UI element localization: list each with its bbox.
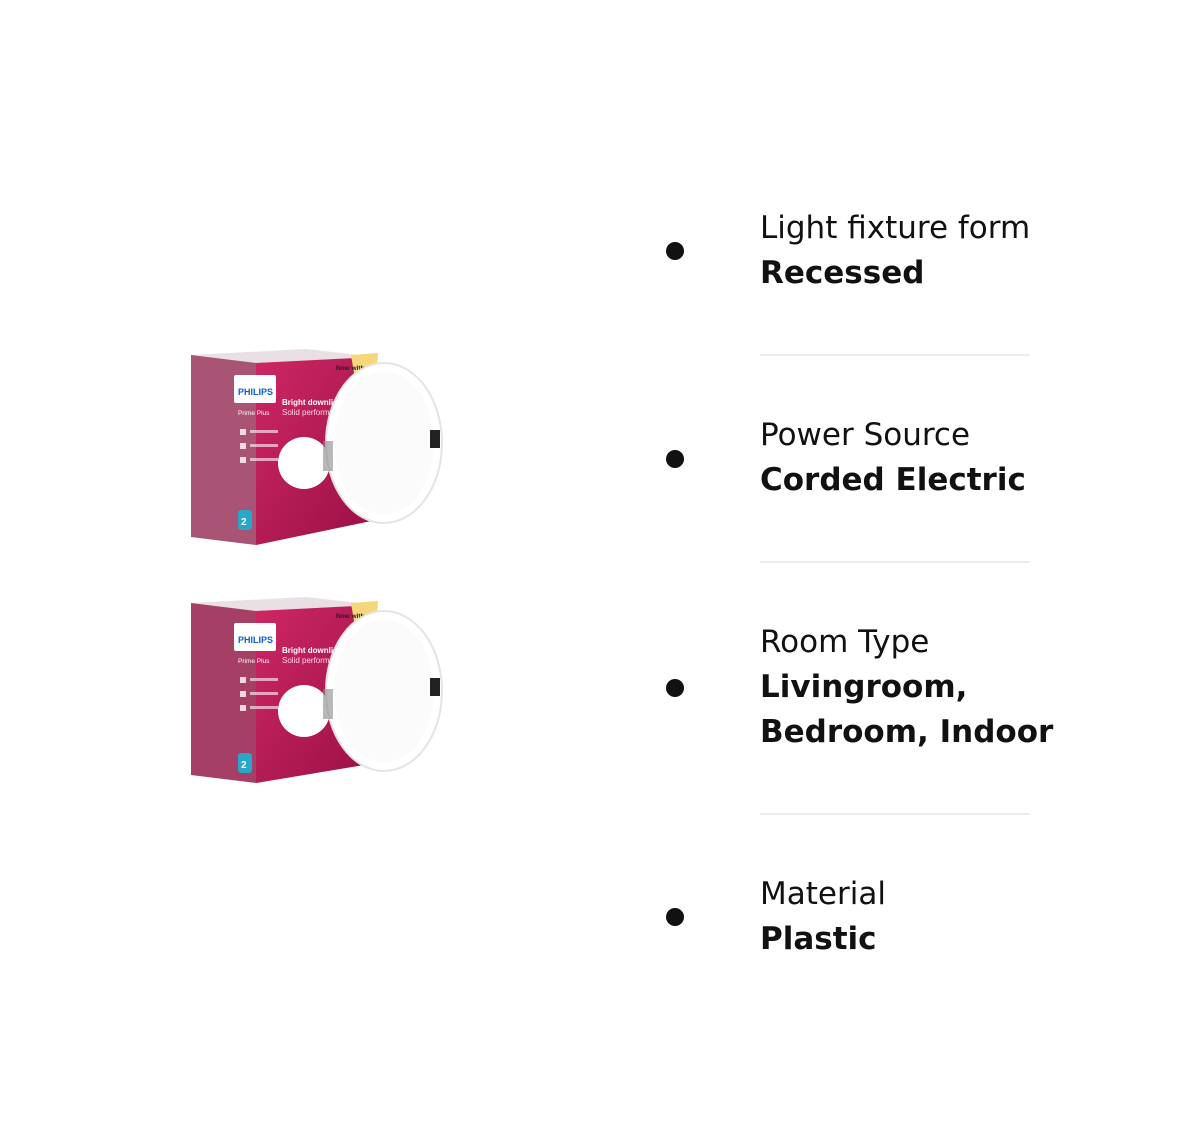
divider <box>760 561 1030 563</box>
product-line-text: Prime Plus <box>238 658 270 665</box>
downlight-box-illustration: PHILIPS Prime Plus Bright downlights Sol… <box>191 597 443 783</box>
promo-badge: Now with 100l <box>336 613 379 620</box>
promo-badge: Now with 100l <box>336 365 379 372</box>
brand-logo-text: PHILIPS <box>238 635 273 645</box>
spec-label: Light fixture form <box>760 210 1031 246</box>
downlight-box-illustration: PHILIPS Prime Plus Bright downlights Sol… <box>191 349 443 545</box>
product-line-text: Prime Plus <box>238 410 270 417</box>
spec-item-material: Material Plastic <box>760 872 1140 962</box>
spec-value: Livingroom, Bedroom, Indoor <box>760 669 1054 750</box>
bullet-icon <box>666 242 684 260</box>
spec-label: Material <box>760 876 886 912</box>
spec-value: Plastic <box>760 921 877 957</box>
spec-label: Room Type <box>760 624 930 660</box>
product-image-bottom: PHILIPS Prime Plus Bright downlights Sol… <box>186 593 456 793</box>
spec-item-power-source: Power Source Corded Electric <box>760 413 1140 503</box>
tagline-1: Bright downlights <box>282 646 351 655</box>
bullet-icon <box>666 908 684 926</box>
divider <box>760 813 1030 815</box>
spec-item-room-type: Room Type Livingroom, Bedroom, Indoor <box>760 620 1140 755</box>
tagline-2: Solid performance <box>282 656 347 665</box>
tagline-2: Solid performance <box>282 408 347 417</box>
spec-label: Power Source <box>760 417 971 453</box>
brand-logo-text: PHILIPS <box>238 387 273 397</box>
warranty-badge: 2 <box>241 517 247 528</box>
divider <box>760 354 1030 356</box>
spec-value: Recessed <box>760 255 925 291</box>
spec-item-light-fixture-form: Light fixture form Recessed <box>760 206 1140 296</box>
product-image-top: PHILIPS Prime Plus Bright downlights Sol… <box>186 345 456 545</box>
spec-value: Corded Electric <box>760 462 1026 498</box>
bullet-icon <box>666 450 684 468</box>
tagline-1: Bright downlights <box>282 398 351 407</box>
warranty-badge: 2 <box>241 760 247 771</box>
bullet-icon <box>666 679 684 697</box>
